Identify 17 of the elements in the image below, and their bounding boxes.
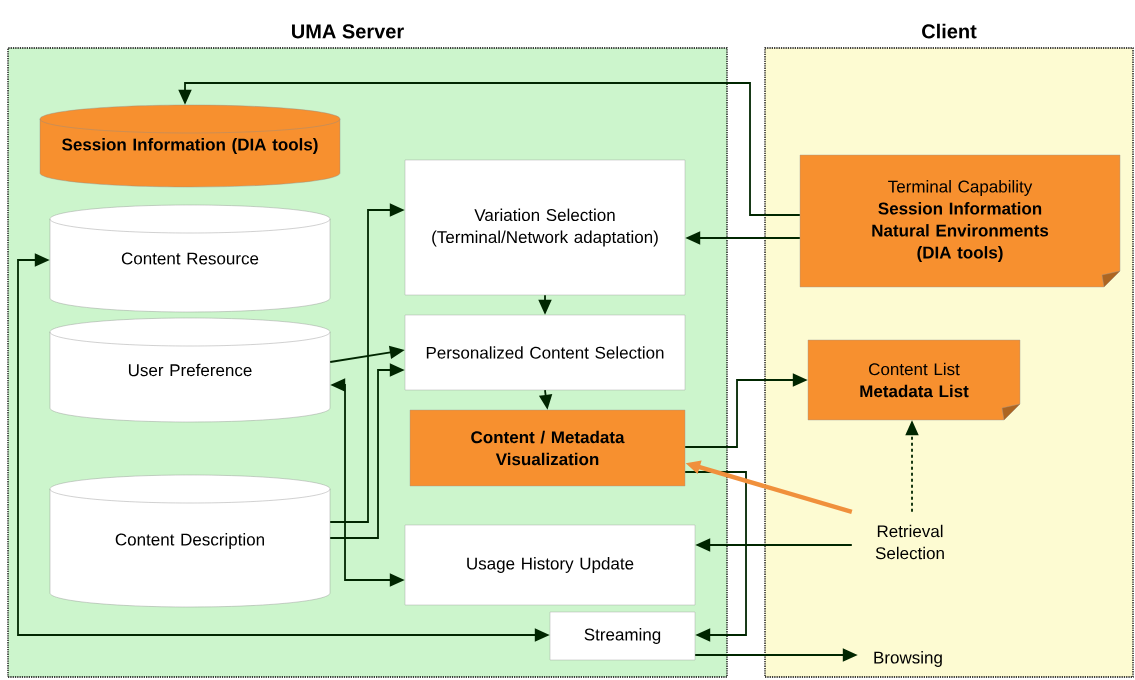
process-box: Usage History Update — [404, 524, 696, 606]
text-label: Retrieval Selection — [875, 524, 944, 560]
note-card: Terminal Capability Session Information Natural Environments (DIA tools) — [799, 154, 1121, 288]
database-cylinder: Content Resource — [49, 204, 331, 313]
note-card: Content List Metadata List — [807, 339, 1021, 421]
arrow — [684, 471, 747, 642]
arrow — [178, 82, 801, 216]
text-label: Browsing — [874, 651, 942, 667]
panel-heading: Client — [922, 23, 977, 39]
database-cylinder: User Preference — [49, 317, 331, 423]
process-box: Variation Selection (Terminal/Network adaptation) — [404, 159, 686, 296]
database-cylinder: Content Description — [49, 474, 331, 608]
process-box: Personalized Content Selection — [404, 314, 686, 391]
panel-heading: UMA Server — [292, 24, 404, 39]
process-box: Streaming — [549, 611, 696, 661]
process-box: Content / Metadata Visualization — [409, 409, 686, 487]
database-cylinder: Session Information (DIA tools) — [39, 104, 341, 188]
